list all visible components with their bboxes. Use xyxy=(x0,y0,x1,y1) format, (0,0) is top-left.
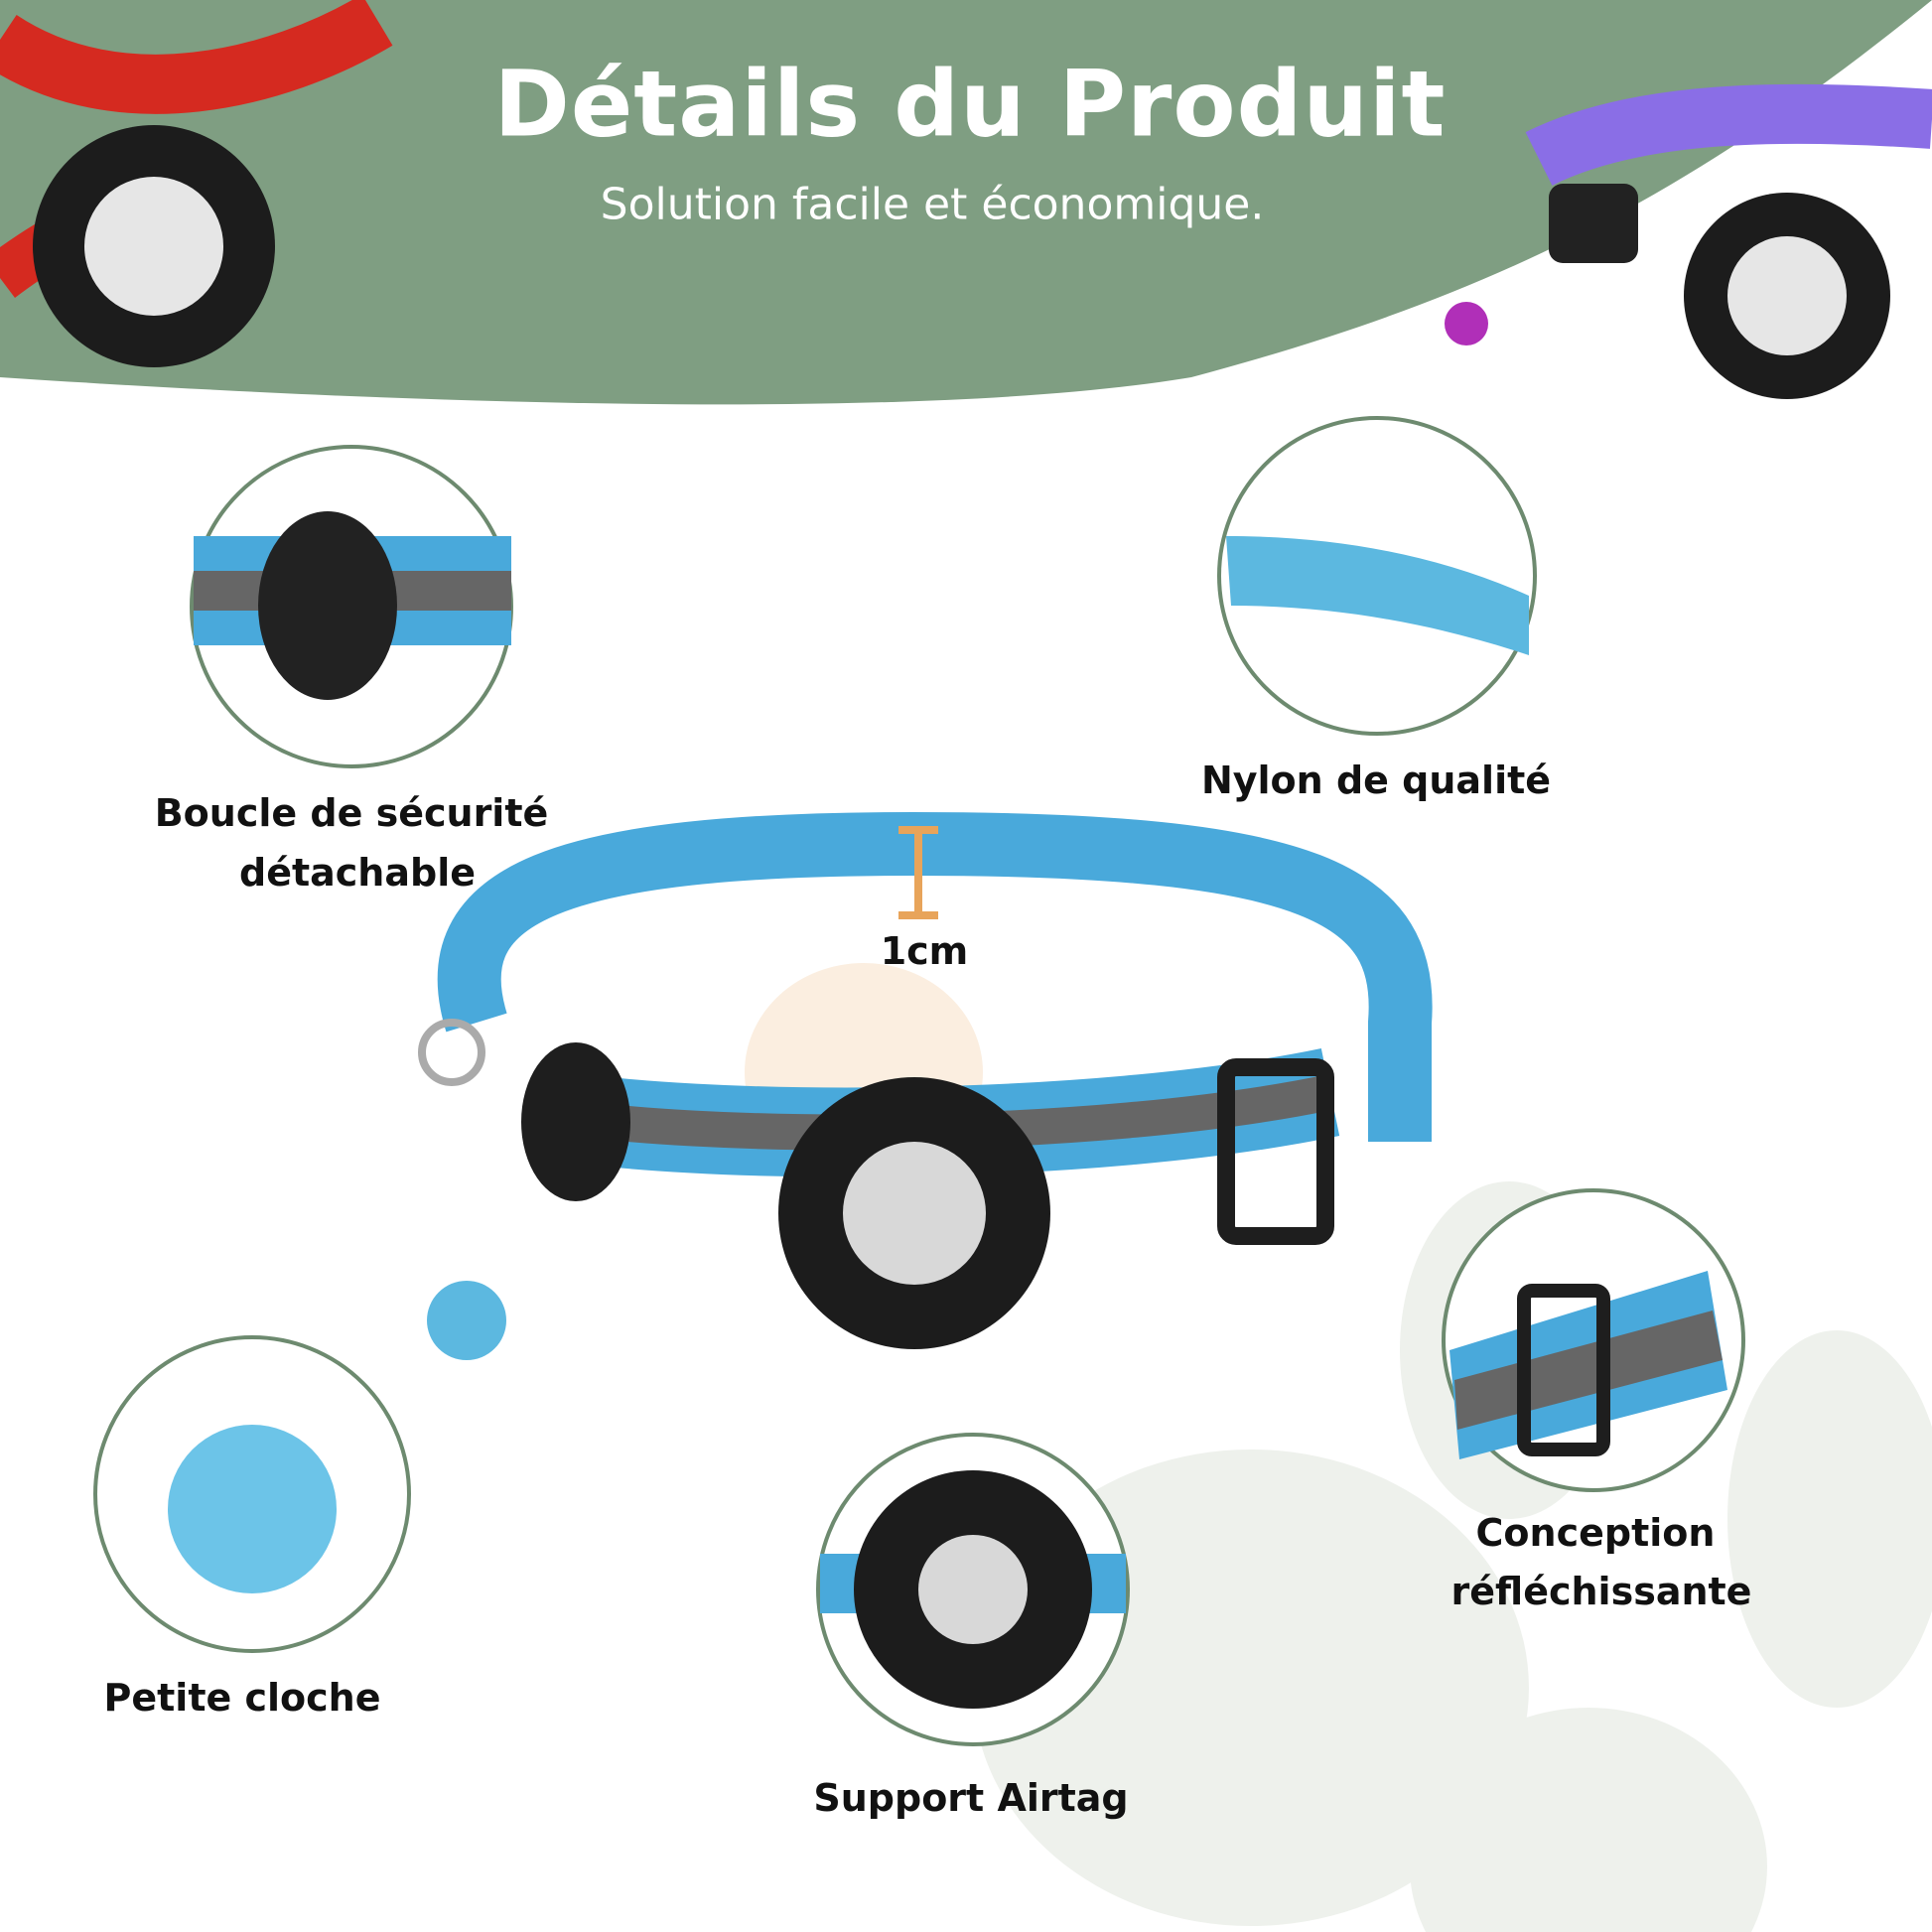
page-subtitle: Solution facile et économique. xyxy=(600,179,1265,230)
feature-label-nylon: Nylon de qualité xyxy=(1200,759,1552,802)
feature-label-buckle-line1: Boucle de sécurité xyxy=(154,791,549,835)
feature-label-airtag: Support Airtag xyxy=(813,1776,1129,1820)
feature-label-reflective-line1: Conception xyxy=(1475,1511,1716,1555)
buckle-detail-image xyxy=(190,445,513,768)
feature-label-buckle-line2: détachable xyxy=(238,851,477,895)
bell-detail-image xyxy=(93,1335,411,1653)
purple-collar-image xyxy=(1445,83,1932,399)
feature-label-reflective-line2: réfléchissante xyxy=(1450,1570,1752,1613)
airtag-detail-image xyxy=(816,1433,1130,1746)
measure-label: 1cm xyxy=(880,929,969,973)
nylon-detail-image xyxy=(1217,416,1537,736)
width-measure-marker xyxy=(898,826,938,919)
header-banner xyxy=(0,0,1932,405)
main-collar-image xyxy=(418,811,1433,1360)
reflective-detail-image xyxy=(1442,1188,1745,1492)
page-title: Détails du Produit xyxy=(493,51,1447,158)
feature-label-bell: Petite cloche xyxy=(103,1676,381,1720)
red-collar-image xyxy=(0,0,393,367)
